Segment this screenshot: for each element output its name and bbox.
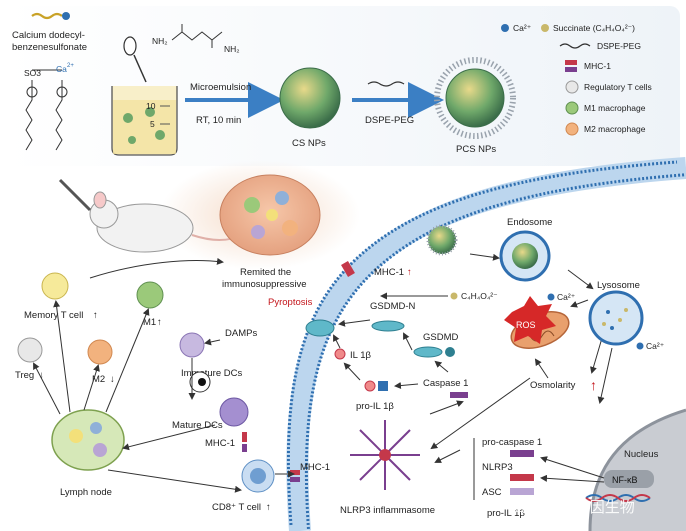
so3-label: SO3	[24, 68, 41, 78]
nlrp3-label: NLRP3	[482, 462, 513, 473]
nfkb-box	[604, 470, 654, 488]
step-2-label: DSPE-PEG	[365, 115, 414, 126]
m2-cell	[87, 339, 113, 365]
legend-mhc1: MHC-1	[584, 61, 611, 71]
ros-burst	[504, 296, 556, 344]
lymph-node	[51, 409, 125, 471]
ca-ion-label-2: Ca²⁺	[646, 341, 665, 351]
beaker	[111, 86, 178, 156]
pcs-nanoparticle	[434, 57, 516, 139]
m2-down: ↓	[110, 374, 115, 385]
caspase1-label: Caspase 1	[423, 378, 468, 389]
nh2-label-2: NH₂	[224, 44, 240, 54]
beaker-mark-5: 5	[150, 119, 155, 129]
nucleus-label: Nucleus	[624, 449, 659, 460]
reagent-label-2: benzenesulfonate	[12, 42, 87, 53]
damps-label: DAMPs	[225, 328, 257, 339]
surfactant-structure	[25, 69, 68, 151]
memory-t-up: ↑	[93, 310, 98, 321]
nfkb-label: NF-κB	[612, 475, 638, 485]
ion-sup: 2+	[67, 63, 74, 69]
cd8-label: CD8⁺ T cell	[212, 502, 261, 513]
endosome-label: Endosome	[507, 217, 552, 228]
mhc1-membrane	[341, 260, 355, 278]
pro-il1b-label: pro-IL 1β	[356, 401, 394, 412]
gsdmd-n-label: GSDMD-N	[370, 301, 416, 312]
mhc1-up-arrow: ↑	[407, 267, 412, 278]
asc-label: ASC	[482, 487, 502, 498]
succinate-molecule	[171, 24, 223, 48]
immune-arrows	[33, 300, 295, 493]
mhc1-label-b: MHC-1	[300, 462, 330, 473]
legend-m2: M2 macrophage	[584, 124, 646, 134]
nlrp3-inflammasome	[350, 420, 420, 490]
ros-label: ROS	[516, 320, 536, 330]
pathway-arrows	[333, 253, 613, 463]
succinate-ion-label: C₄H₄O₄²⁻	[461, 291, 498, 301]
treg-label: Treg	[15, 370, 34, 381]
tumor-label-2: immunosuppressive	[222, 279, 306, 290]
m1-cell	[136, 281, 164, 309]
m1-label: M1	[143, 317, 156, 328]
nh2-label-1: NH₂	[152, 36, 168, 46]
endosome	[499, 230, 551, 282]
lysosome	[588, 290, 644, 346]
lysosome-label: Lysosome	[597, 280, 640, 291]
caspase1-icon	[450, 392, 468, 398]
m2-label: M2	[92, 374, 105, 385]
cell-membrane	[286, 157, 686, 531]
reagent-label-1: Calcium dodecyl-	[12, 30, 85, 41]
memory-t-cell	[41, 272, 69, 300]
legend-treg: Regulatory T cells	[584, 82, 652, 92]
pro-caspase1-label: pro-caspase 1	[482, 437, 542, 448]
cs-nanoparticle	[279, 67, 341, 129]
legend-succinate: Succinate (C₄H₄O₄²⁻)	[553, 23, 635, 33]
osmolarity-label: Osmolarity	[530, 380, 576, 391]
mhc1-up-label: MHC-1	[374, 267, 404, 278]
il1b-label: IL 1β	[350, 350, 371, 361]
legend-m1: M1 macrophage	[584, 103, 646, 113]
gsdmd-pore	[305, 319, 335, 337]
ca-ion-label-1: Ca²⁺	[557, 292, 576, 302]
immature-dcs-label: Immature DCs	[181, 368, 242, 379]
lymph-node-label: Lymph node	[60, 487, 112, 498]
tumor	[219, 174, 321, 256]
osmolarity-up: ↑	[590, 377, 597, 393]
step-1-bottom: RT, 10 min	[196, 115, 241, 126]
pipette	[123, 36, 147, 83]
treg-cell	[17, 337, 43, 363]
pro-il1b-label-2: pro-IL 1β	[487, 508, 525, 519]
surfactant-molecule	[31, 12, 70, 20]
gsdmd-protein	[413, 346, 443, 358]
memory-t-label: Memory T cell	[24, 310, 83, 321]
mhc1-label-a: MHC-1	[205, 438, 235, 449]
legend: Ca²⁺ Succinate (C₄H₄O₄²⁻) DSPE-PEG MHC-1…	[501, 23, 652, 136]
product-1-label: CS NPs	[292, 138, 326, 149]
immature-dc	[179, 332, 205, 358]
product-2-label: PCS NPs	[456, 144, 496, 155]
pcs-np-entering	[426, 224, 458, 256]
il1b-icon	[334, 348, 346, 360]
inflammasome-label: NLRP3 inflammasome	[340, 505, 435, 516]
beaker-mark-10: 10	[146, 101, 156, 111]
legend-dspe: DSPE-PEG	[597, 41, 641, 51]
ion-label: Ca	[56, 64, 67, 74]
gsdmd-label: GSDMD	[423, 332, 459, 343]
step-1-top: Microemulsion	[190, 82, 251, 93]
legend-ca: Ca²⁺	[513, 23, 532, 33]
watermark: 知乎 @亚科因生物	[510, 498, 635, 516]
mature-dc	[219, 397, 249, 427]
m1-up: ↑	[157, 317, 162, 328]
gsdmd-n-protein	[371, 320, 405, 332]
tumor-label-1: Remited the	[240, 267, 291, 278]
treg-down: ↓	[39, 370, 44, 381]
mature-dcs-label: Mature DCs	[172, 420, 223, 431]
cd8-up: ↑	[266, 502, 271, 513]
pyroptosis-label: Pyroptosis	[268, 297, 313, 308]
